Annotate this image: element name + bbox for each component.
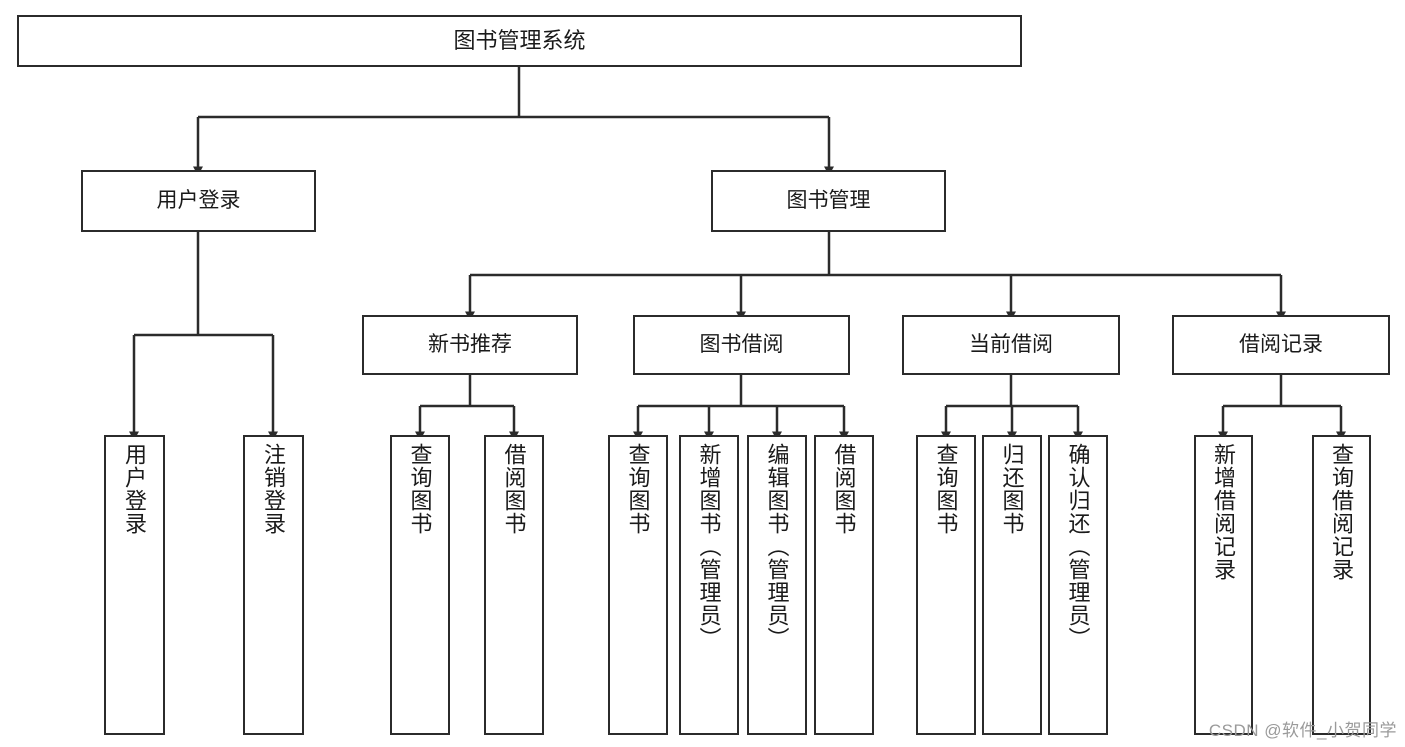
node-leaf-logout: 注销登录 — [243, 435, 304, 735]
node-label: 用户登录 — [156, 188, 241, 212]
node-label: 借阅图书 — [831, 443, 857, 535]
node-leaf-query-book-current: 查询图书 — [916, 435, 976, 735]
node-label: 查询图书 — [625, 443, 651, 535]
node-label: 编辑图书（管理员） — [764, 443, 790, 650]
node-label: 注销登录 — [261, 443, 287, 535]
node-borrow-record: 借阅记录 — [1172, 315, 1390, 375]
node-label: 确认归还（管理员） — [1065, 443, 1091, 650]
node-label: 查询图书 — [933, 443, 959, 535]
node-label: 图书借阅 — [699, 332, 784, 356]
connector-lines — [129, 67, 1346, 441]
node-leaf-borrow-book: 借阅图书 — [814, 435, 874, 735]
node-label: 查询图书 — [407, 443, 433, 535]
node-new-book-recommend: 新书推荐 — [362, 315, 578, 375]
node-label: 借阅图书 — [501, 443, 527, 535]
node-root: 图书管理系统 — [17, 15, 1022, 67]
node-label: 归还图书 — [999, 443, 1025, 535]
node-leaf-edit-book-admin: 编辑图书（管理员） — [747, 435, 807, 735]
node-label: 新增借阅记录 — [1211, 443, 1237, 581]
node-label: 用户登录 — [122, 443, 148, 535]
node-leaf-add-book-admin: 新增图书（管理员） — [679, 435, 739, 735]
node-book-manage: 图书管理 — [711, 170, 946, 232]
node-label: 当前借阅 — [969, 332, 1053, 356]
node-user-login: 用户登录 — [81, 170, 316, 232]
node-label: 新书推荐 — [428, 332, 512, 356]
node-current-borrow: 当前借阅 — [902, 315, 1120, 375]
node-label: 借阅记录 — [1239, 332, 1323, 356]
node-leaf-query-book-rec: 查询图书 — [390, 435, 450, 735]
node-leaf-confirm-return-admin: 确认归还（管理员） — [1048, 435, 1108, 735]
node-leaf-user-login: 用户登录 — [104, 435, 165, 735]
node-leaf-query-borrow-record: 查询借阅记录 — [1312, 435, 1371, 735]
node-leaf-borrow-book-rec: 借阅图书 — [484, 435, 544, 735]
node-label: 图书管理 — [786, 188, 871, 212]
node-label: 查询借阅记录 — [1329, 443, 1355, 581]
node-leaf-query-book-borrow: 查询图书 — [608, 435, 668, 735]
node-label: 新增图书（管理员） — [696, 443, 722, 650]
node-leaf-add-borrow-record: 新增借阅记录 — [1194, 435, 1253, 735]
node-book-borrow: 图书借阅 — [633, 315, 850, 375]
node-label: 图书管理系统 — [453, 28, 586, 54]
node-leaf-return-book: 归还图书 — [982, 435, 1042, 735]
